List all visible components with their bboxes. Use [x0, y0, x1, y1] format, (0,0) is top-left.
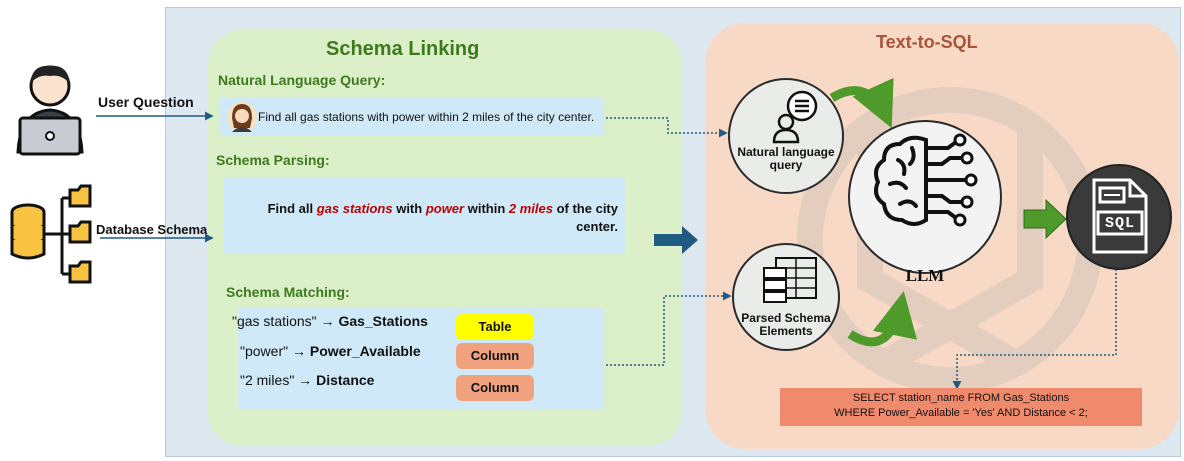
brain-circuit-icon — [874, 133, 978, 227]
query-box — [220, 98, 604, 136]
parsing-heading: Schema Parsing: — [216, 152, 330, 168]
parsed-schema-label: Parsed Schema Elements — [741, 311, 831, 338]
highlight-2-miles: 2 miles — [508, 201, 553, 216]
nlq-heading: Natural Language Query: — [218, 72, 386, 88]
parsed-part: of the city center. — [552, 201, 618, 234]
sql-icon-text: SQL — [1104, 215, 1135, 232]
matching-box — [238, 308, 604, 410]
schema-table-icon — [763, 257, 817, 303]
match-phrase: "gas stations" → — [232, 313, 339, 329]
match-target: Gas_Stations — [338, 313, 428, 329]
user-avatar-icon — [227, 102, 257, 132]
query-text: Find all gas stations with power within … — [258, 110, 595, 124]
database-schema-label: Database Schema — [96, 222, 208, 237]
sql-output-box — [780, 388, 1142, 426]
match-phrase: "2 miles" → — [240, 372, 317, 388]
natural-language-circle — [728, 78, 844, 194]
highlight-gas-stations: gas stations — [316, 201, 393, 216]
natural-language-label: Natural language query — [737, 145, 835, 172]
match-phrase: "power" → — [240, 343, 310, 359]
column-tag: Column — [456, 343, 534, 369]
match-row: "power" → Power_Available — [240, 343, 421, 359]
matching-heading: Schema Matching: — [226, 284, 350, 300]
parsed-query-text: Find all gas stations with power within … — [232, 200, 618, 236]
match-target: Distance — [316, 372, 375, 388]
table-tag: Table — [456, 314, 534, 340]
sql-line-2: WHERE Power_Available = 'Yes' AND Distan… — [834, 407, 1088, 419]
sql-file-icon — [1092, 178, 1148, 254]
parsed-query-box — [224, 178, 626, 254]
user-laptop-icon — [16, 65, 84, 156]
parsed-part: within — [464, 201, 509, 216]
highlight-power: power — [425, 201, 465, 216]
schema-linking-title: Schema Linking — [326, 38, 480, 60]
column-tag: Column — [456, 375, 534, 401]
database-schema-icon — [10, 184, 92, 284]
parsed-part: with — [392, 201, 426, 216]
match-target: Power_Available — [309, 343, 421, 359]
user-question-label: User Question — [98, 94, 194, 110]
sql-line-1: SELECT station_name FROM Gas_Stations — [852, 392, 1070, 404]
parsed-part: Find all — [267, 201, 317, 216]
match-row: "2 miles" → Distance — [240, 372, 374, 388]
llm-label: LLM — [905, 266, 945, 285]
match-row: "gas stations" → Gas_Stations — [232, 313, 428, 329]
text-to-sql-title: Text-to-SQL — [876, 32, 978, 52]
speech-person-icon — [772, 90, 818, 144]
